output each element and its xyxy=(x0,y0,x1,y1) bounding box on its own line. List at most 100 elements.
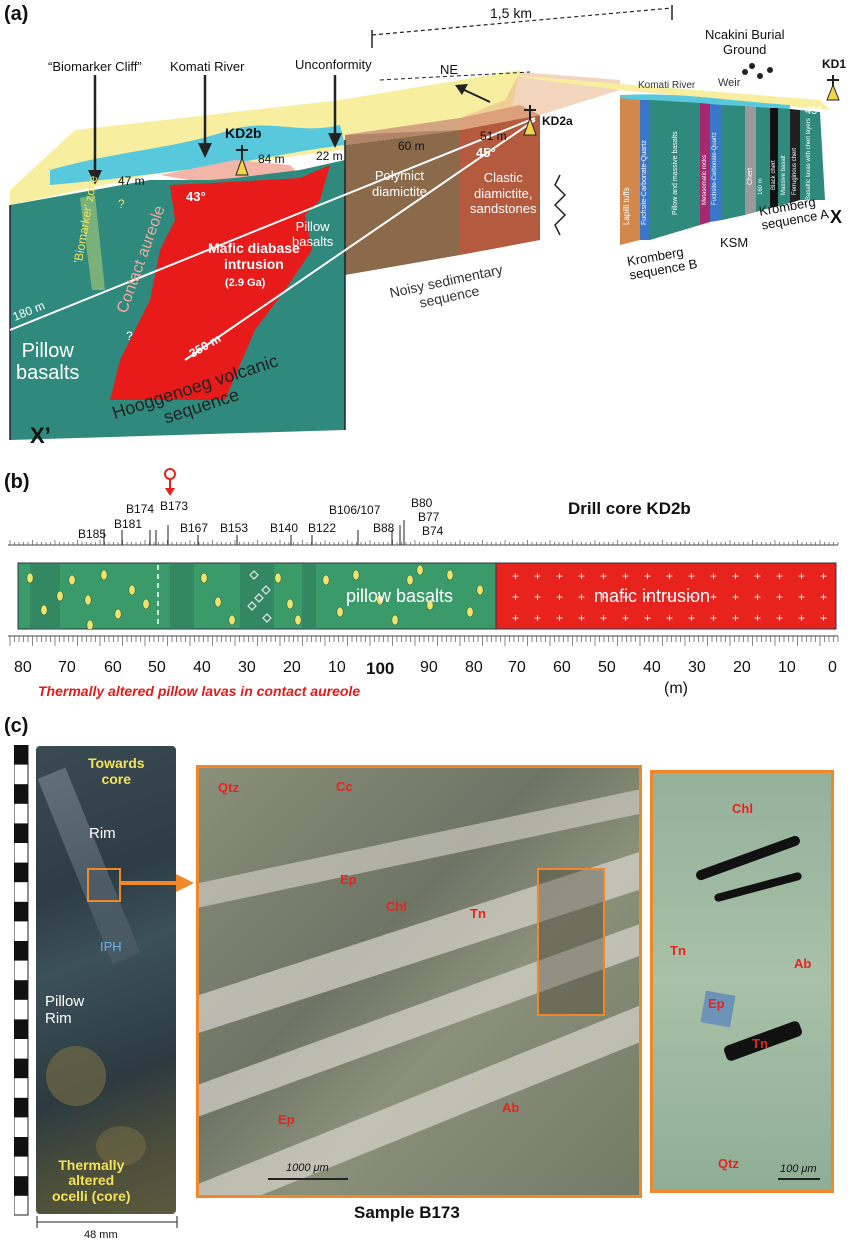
sample-B77: B77 xyxy=(418,510,440,524)
panel-b-label: (b) xyxy=(4,471,30,493)
micrograph-right xyxy=(650,770,834,1193)
kd2b-rig-icon xyxy=(235,145,249,176)
deg45b: 45° xyxy=(805,105,822,117)
geologic-block-diagram xyxy=(9,5,840,440)
svg-text:+: + xyxy=(798,590,805,604)
kd2a-label: KD2a xyxy=(542,114,573,128)
tick-label: 80 xyxy=(14,659,32,676)
sample-caption: Sample B173 xyxy=(354,1203,460,1222)
panel-a-label: (a) xyxy=(4,3,29,25)
sample-B80: B80 xyxy=(411,496,433,510)
svg-text:+: + xyxy=(534,611,541,625)
right-tn1: Tn xyxy=(670,943,686,958)
tick-label: 30 xyxy=(238,659,256,676)
drill-core-title: Drill core KD2b xyxy=(568,499,691,518)
tick-label: 60 xyxy=(553,659,571,676)
drill-core-log: ++++++++++++++++++++++++++++++++++++++++… xyxy=(8,468,839,646)
svg-text:+: + xyxy=(622,590,629,604)
mid-ep1: Ep xyxy=(340,872,357,887)
svg-text:+: + xyxy=(600,590,607,604)
micrograph-mid xyxy=(196,765,642,1198)
svg-text:+: + xyxy=(754,569,761,583)
tick-label: 50 xyxy=(148,659,166,676)
tick-label: 20 xyxy=(283,659,301,676)
svg-text:+: + xyxy=(644,611,651,625)
mid-chl: Chl xyxy=(386,899,407,914)
svg-text:+: + xyxy=(688,611,695,625)
right-tn2: Tn xyxy=(752,1036,768,1051)
tick-label: 70 xyxy=(508,659,526,676)
svg-text:+: + xyxy=(732,611,739,625)
tick-label: 30 xyxy=(688,659,706,676)
svg-text:+: + xyxy=(754,611,761,625)
mid-scale-label: 1000 μm xyxy=(286,1162,329,1174)
kd1-rig-icon xyxy=(826,75,840,101)
svg-text:+: + xyxy=(710,611,717,625)
sample-B181: B181 xyxy=(114,517,143,531)
svg-text:+: + xyxy=(688,590,695,604)
pillow-rim-label: Pillow Rim xyxy=(45,993,85,1028)
svg-text:+: + xyxy=(776,611,783,625)
right-chl: Chl xyxy=(732,801,753,816)
svg-text:+: + xyxy=(820,569,827,583)
d22: 22 m xyxy=(316,149,343,163)
svg-text:+: + xyxy=(512,611,519,625)
mid-ab: Ab xyxy=(502,1100,520,1115)
svg-text:+: + xyxy=(688,569,695,583)
tick-label: 90 xyxy=(420,659,438,676)
svg-text:+: + xyxy=(622,569,629,583)
q1-label: ? xyxy=(118,197,125,211)
thermally-altered-label: Thermally altered ocelli (core) xyxy=(52,1157,131,1204)
svg-text:+: + xyxy=(512,590,519,604)
sample-B88: B88 xyxy=(373,521,395,535)
svg-text:+: + xyxy=(578,590,585,604)
svg-text:+: + xyxy=(622,611,629,625)
deg45a: 45° xyxy=(476,145,496,160)
unconformity-label: Unconformity xyxy=(295,57,372,72)
svg-text:+: + xyxy=(666,569,673,583)
weir-label: Weir xyxy=(718,77,741,89)
q2-label: ? xyxy=(126,329,133,343)
deg43: 43° xyxy=(186,189,206,204)
mid-ep2: Ep xyxy=(278,1112,295,1127)
depth-unit: (m) xyxy=(664,680,688,697)
svg-text:+: + xyxy=(776,569,783,583)
tick-label: 60 xyxy=(104,659,122,676)
biomarker-cliff-label: “Biomarker Cliff” xyxy=(48,59,142,74)
svg-text:+: + xyxy=(820,611,827,625)
svg-text:+: + xyxy=(556,590,563,604)
sample-B106: B106/107 xyxy=(329,503,381,517)
d51: 51 m xyxy=(480,129,507,143)
svg-text:+: + xyxy=(534,590,541,604)
panel-c-label: (c) xyxy=(4,715,29,737)
scale-48-label: 48 mm xyxy=(84,1229,118,1241)
polymict-label: Polymict diamictite xyxy=(372,168,427,199)
svg-text:+: + xyxy=(666,611,673,625)
komati-river-right-label: Komati River xyxy=(638,80,696,91)
svg-text:+: + xyxy=(666,590,673,604)
pillow-basalts-small: Pillow basalts xyxy=(292,219,334,249)
svg-text:+: + xyxy=(820,590,827,604)
tick-label: 100 xyxy=(366,659,395,678)
sample-B122: B122 xyxy=(308,521,337,535)
svg-text:+: + xyxy=(644,590,651,604)
svg-text:+: + xyxy=(732,569,739,583)
sample-B185: B185 xyxy=(78,527,107,541)
sample-B167: B167 xyxy=(180,521,209,535)
svg-text:+: + xyxy=(578,569,585,583)
ncakini-label: Ncakini Burial Ground xyxy=(705,27,785,57)
sample-B153: B153 xyxy=(220,521,249,535)
svg-text:+: + xyxy=(754,590,761,604)
svg-text:+: + xyxy=(600,611,607,625)
right-ab: Ab xyxy=(794,956,812,971)
tick-label: 40 xyxy=(193,659,211,676)
tick-label: 50 xyxy=(598,659,616,676)
mid-scale-bar xyxy=(268,1178,348,1180)
svg-text:+: + xyxy=(710,590,717,604)
svg-text:+: + xyxy=(732,590,739,604)
right-scale-label: 100 μm xyxy=(780,1163,817,1175)
right-ep: Ep xyxy=(708,996,725,1011)
mafic-age-label: (2.9 Ga) xyxy=(225,277,266,289)
photo-scale-bar xyxy=(14,745,29,1216)
clastic-label: Clastic diamictite, sandstones xyxy=(470,170,537,217)
